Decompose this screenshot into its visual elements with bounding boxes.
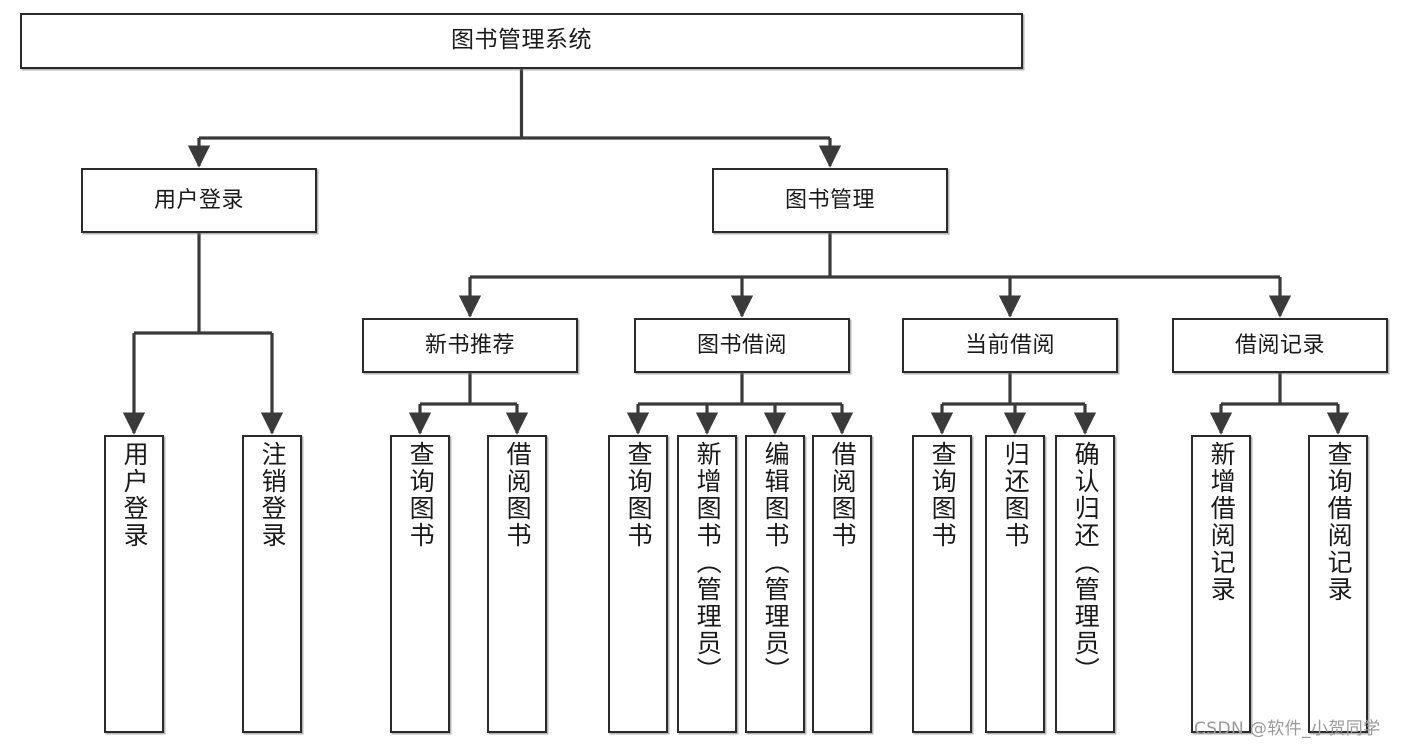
node-new-book-recommend[interactable]: 新书推荐 bbox=[362, 318, 578, 373]
node-leaf-add-borrow-record-label: 新增借阅记录 bbox=[1207, 441, 1237, 603]
node-root-label: 图书管理系统 bbox=[451, 27, 592, 54]
node-leaf-edit-book-admin-label: 编辑图书（管理员） bbox=[761, 441, 791, 684]
node-current-borrow[interactable]: 当前借阅 bbox=[902, 318, 1118, 373]
node-root[interactable]: 图书管理系统 bbox=[20, 13, 1023, 69]
node-leaf-borrow-book-2-label: 借阅图书 bbox=[828, 441, 858, 549]
node-user-login[interactable]: 用户登录 bbox=[81, 168, 317, 233]
csdn-watermark: CSDN @软件_小贺同学 bbox=[1194, 719, 1381, 739]
node-leaf-query-book-2-label: 查询图书 bbox=[624, 441, 654, 549]
node-leaf-add-borrow-record[interactable]: 新增借阅记录 bbox=[1191, 435, 1251, 733]
node-leaf-confirm-return-admin[interactable]: 确认归还（管理员） bbox=[1055, 435, 1115, 733]
node-leaf-add-book-admin[interactable]: 新增图书（管理员） bbox=[677, 435, 737, 733]
node-leaf-confirm-return-admin-label: 确认归还（管理员） bbox=[1071, 441, 1101, 684]
node-leaf-query-book-1-label: 查询图书 bbox=[406, 441, 436, 549]
node-leaf-user-logout[interactable]: 注销登录 bbox=[242, 435, 302, 733]
node-book-manage-label: 图书管理 bbox=[784, 187, 875, 213]
node-borrow-record[interactable]: 借阅记录 bbox=[1172, 318, 1388, 373]
node-leaf-borrow-book-1-label: 借阅图书 bbox=[503, 441, 533, 549]
node-leaf-query-book-1[interactable]: 查询图书 bbox=[390, 435, 450, 733]
node-leaf-query-book-2[interactable]: 查询图书 bbox=[608, 435, 668, 733]
node-leaf-query-borrow-record[interactable]: 查询借阅记录 bbox=[1308, 435, 1368, 733]
node-book-manage[interactable]: 图书管理 bbox=[712, 168, 948, 233]
node-leaf-query-book-3[interactable]: 查询图书 bbox=[912, 435, 972, 733]
node-borrow-record-label: 借阅记录 bbox=[1234, 332, 1325, 358]
node-leaf-add-book-admin-label: 新增图书（管理员） bbox=[693, 441, 723, 684]
node-leaf-borrow-book-1[interactable]: 借阅图书 bbox=[487, 435, 547, 733]
node-leaf-query-book-3-label: 查询图书 bbox=[928, 441, 958, 549]
node-leaf-query-borrow-record-label: 查询借阅记录 bbox=[1324, 441, 1354, 603]
node-leaf-user-logout-label: 注销登录 bbox=[258, 441, 288, 549]
node-book-borrow[interactable]: 图书借阅 bbox=[634, 318, 850, 373]
node-leaf-user-login[interactable]: 用户登录 bbox=[104, 435, 164, 733]
node-leaf-edit-book-admin[interactable]: 编辑图书（管理员） bbox=[745, 435, 805, 733]
node-leaf-user-login-label: 用户登录 bbox=[120, 441, 150, 549]
node-leaf-return-book-label: 归还图书 bbox=[1001, 441, 1031, 549]
node-leaf-borrow-book-2[interactable]: 借阅图书 bbox=[812, 435, 872, 733]
node-leaf-return-book[interactable]: 归还图书 bbox=[985, 435, 1045, 733]
node-new-book-recommend-label: 新书推荐 bbox=[424, 332, 515, 358]
node-current-borrow-label: 当前借阅 bbox=[964, 332, 1055, 358]
node-book-borrow-label: 图书借阅 bbox=[696, 332, 787, 358]
node-user-login-label: 用户登录 bbox=[153, 187, 244, 213]
